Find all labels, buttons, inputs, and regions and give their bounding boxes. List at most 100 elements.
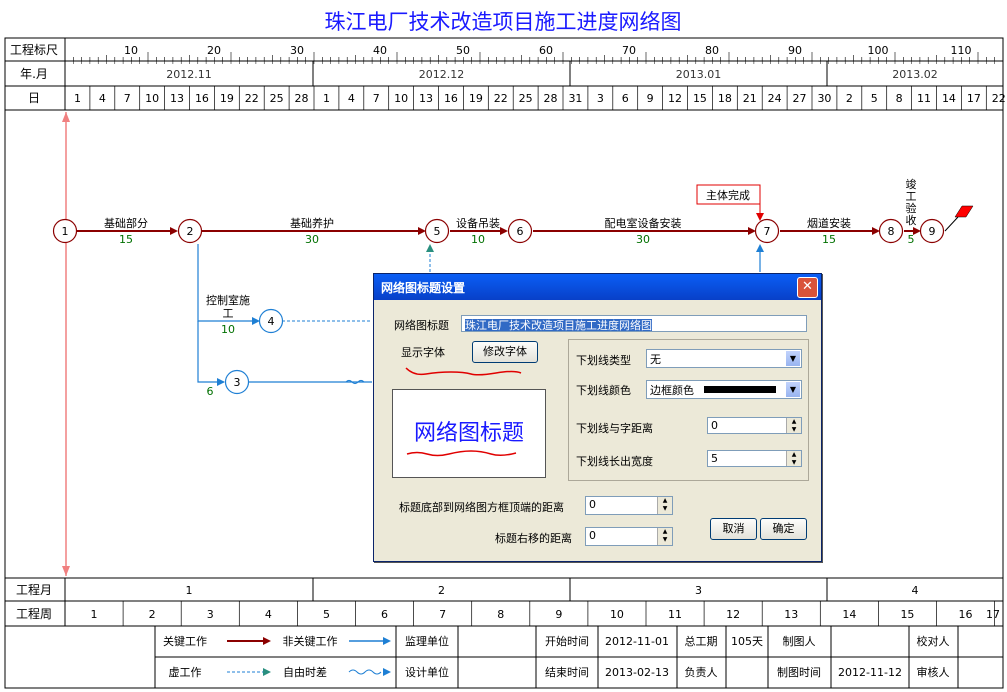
month-label: 2013.02 — [892, 68, 938, 81]
change-font-button[interactable]: 修改字体 — [472, 341, 538, 363]
footer-week: 8 — [497, 608, 504, 621]
scale-number: 100 — [868, 44, 889, 57]
underline-group: 下划线类型 无 ▼ 下划线颜色 边框颜色 ▼ 下划线与字距离 0 ▲▼ 下划线长… — [568, 339, 809, 481]
node: 6 — [507, 218, 533, 244]
bottom-distance-label: 标题底部到网络图方框顶端的距离 — [399, 501, 564, 514]
finish-flag-icon — [944, 216, 959, 232]
footer-month-label: 工程月 — [16, 582, 52, 597]
day-label: 30 — [817, 92, 831, 105]
scale-number: 30 — [290, 44, 304, 57]
node-label: 4 — [268, 315, 275, 328]
underline-type-select[interactable]: 无 ▼ — [646, 349, 802, 368]
activity-duration: 10 — [471, 233, 485, 246]
activity-duration: 15 — [119, 233, 133, 246]
color-swatch — [704, 386, 776, 393]
checker-label: 校对人 — [917, 634, 950, 648]
cancel-button[interactable]: 取消 — [710, 518, 757, 540]
node: 8 — [878, 218, 904, 244]
draw-time-label: 制图时间 — [777, 666, 821, 679]
footer-week: 6 — [381, 608, 388, 621]
day-label: 12 — [668, 92, 682, 105]
day-label: 13 — [170, 92, 184, 105]
footer-week: 7 — [439, 608, 446, 621]
legend-designer: 设计单位 — [405, 665, 449, 679]
title-input-value: 珠江电厂技术改造项目施工进度网络图 — [465, 319, 652, 332]
node: 3 — [224, 369, 250, 395]
node: 1 — [52, 218, 78, 244]
day-label: 21 — [743, 92, 757, 105]
spin-arrows-icon[interactable]: ▲▼ — [657, 528, 672, 545]
row-label-day: 日 — [28, 91, 40, 105]
day-label: 7 — [124, 92, 131, 105]
footer-week: 16 — [959, 608, 973, 621]
activity-duration: 30 — [305, 233, 319, 246]
footer-week: 15 — [900, 608, 914, 621]
scale-number: 20 — [207, 44, 221, 57]
day-label: 22 — [494, 92, 508, 105]
day-label: 4 — [99, 92, 106, 105]
underline-type-value: 无 — [650, 353, 661, 366]
milestone-label: 主体完成 — [706, 188, 750, 202]
spin-arrows-icon[interactable]: ▲▼ — [786, 451, 801, 466]
day-label: 19 — [469, 92, 483, 105]
spin-arrows-icon[interactable]: ▲▼ — [657, 497, 672, 514]
right-offset-stepper[interactable]: 0 ▲▼ — [585, 527, 673, 546]
title-settings-dialog: 网络图标题设置 ✕ 网络图标题 珠江电厂技术改造项目施工进度网络图 显示字体 修… — [373, 273, 822, 562]
month-label: 2012.12 — [419, 68, 465, 81]
month-label: 2013.01 — [676, 68, 722, 81]
title-input[interactable]: 珠江电厂技术改造项目施工进度网络图 — [461, 315, 807, 332]
scale-number: 40 — [373, 44, 387, 57]
activity-duration: 5 — [908, 233, 915, 246]
spin-arrows-icon[interactable]: ▲▼ — [786, 418, 801, 433]
duration-value: 105天 — [731, 635, 763, 648]
underline-extend-label: 下划线长出宽度 — [576, 455, 653, 468]
title-label: 网络图标题 — [394, 319, 449, 332]
footer-week: 9 — [555, 608, 562, 621]
milestone-box — [696, 184, 761, 205]
day-label: 3 — [597, 92, 604, 105]
preview-text: 网络图标题 — [413, 421, 524, 446]
day-label: 25 — [519, 92, 533, 105]
footer-month: 1 — [186, 584, 193, 597]
scale-number: 60 — [539, 44, 553, 57]
row-label-month: 年.月 — [20, 67, 48, 81]
node-label: 1 — [62, 225, 69, 238]
day-label: 1 — [74, 92, 81, 105]
auditor-label: 审核人 — [917, 665, 950, 679]
underline-gap-value: 0 — [711, 419, 718, 432]
day-label: 2 — [846, 92, 853, 105]
legend-critical: 关键工作 — [163, 634, 207, 648]
underline-type-label: 下划线类型 — [576, 354, 631, 367]
activity-name: 控制室施工 — [206, 293, 250, 320]
day-label: 31 — [568, 92, 582, 105]
day-label: 7 — [373, 92, 380, 105]
footer-week: 3 — [207, 608, 214, 621]
close-icon[interactable]: ✕ — [797, 277, 818, 298]
day-label: 9 — [647, 92, 654, 105]
activity-duration: 15 — [822, 233, 836, 246]
underline-color-select[interactable]: 边框颜色 ▼ — [646, 380, 802, 399]
legend-free-float: 自由时差 — [283, 665, 327, 679]
dialog-titlebar[interactable]: 网络图标题设置 ✕ — [374, 274, 821, 300]
row-label-scale: 工程标尺 — [10, 42, 58, 57]
day-label: 1 — [323, 92, 330, 105]
activity-name: 烟道安装 — [807, 216, 851, 230]
footer-week: 5 — [323, 608, 330, 621]
day-label: 14 — [942, 92, 956, 105]
day-label: 18 — [718, 92, 732, 105]
bottom-distance-stepper[interactable]: 0 ▲▼ — [585, 496, 673, 515]
underline-color-label: 下划线颜色 — [576, 384, 631, 397]
day-label: 28 — [544, 92, 558, 105]
chevron-down-icon[interactable]: ▼ — [786, 351, 800, 366]
chevron-down-icon[interactable]: ▼ — [786, 382, 800, 397]
end-value: 2013-02-13 — [605, 666, 669, 679]
day-label: 10 — [145, 92, 159, 105]
day-label: 22 — [992, 92, 1006, 105]
underline-gap-stepper[interactable]: 0 ▲▼ — [707, 417, 802, 434]
node: 4 — [258, 308, 284, 334]
underline-extend-stepper[interactable]: 5 ▲▼ — [707, 450, 802, 467]
underline-gap-label: 下划线与字距离 — [576, 422, 653, 435]
ok-button[interactable]: 确定 — [760, 518, 807, 540]
right-offset-label: 标题右移的距离 — [495, 532, 572, 545]
